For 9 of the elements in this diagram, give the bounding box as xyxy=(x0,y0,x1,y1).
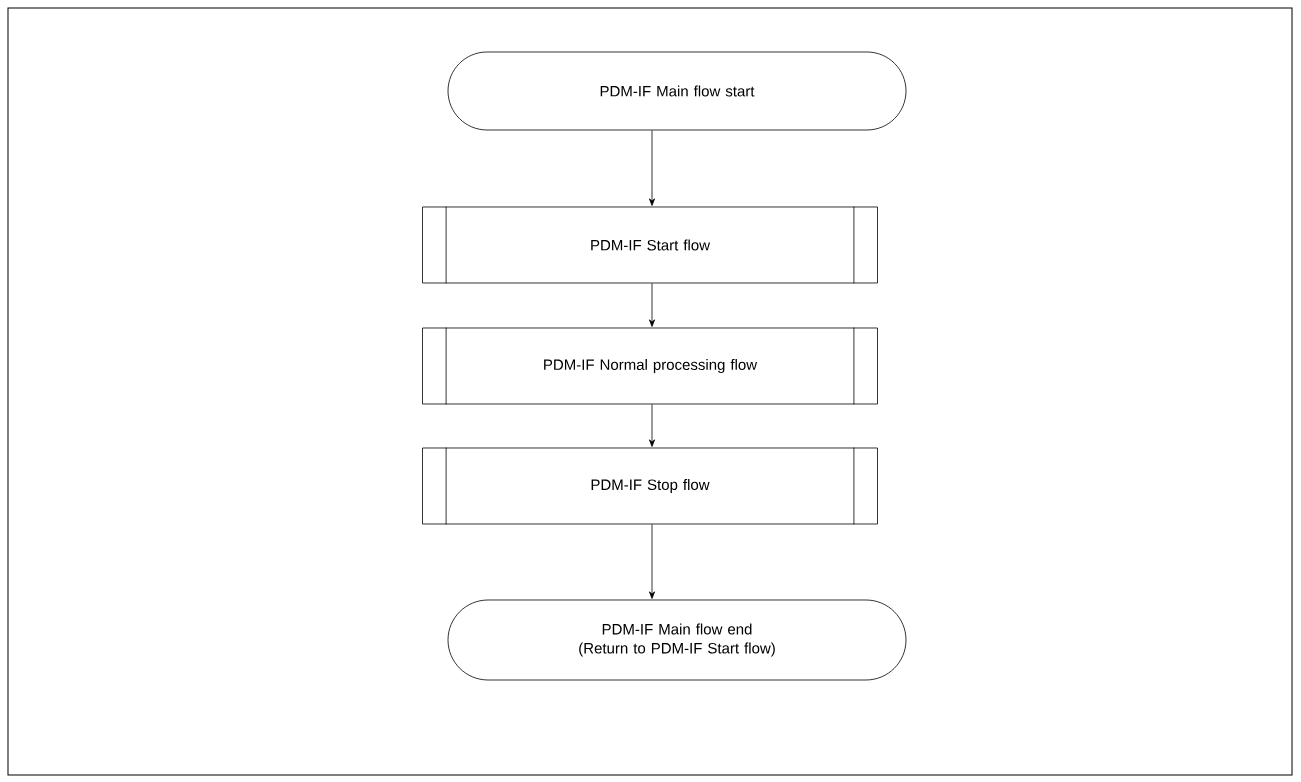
subroutine-box: PDM-IF Stop flow xyxy=(422,447,878,525)
arrow xyxy=(649,404,655,447)
subroutine-box: PDM-IF Normal processing flow xyxy=(422,327,878,405)
arrow xyxy=(649,524,655,599)
arrow xyxy=(649,130,655,206)
terminal-box: PDM-IF Main flow start xyxy=(447,51,907,131)
subroutine-box: PDM-IF Start flow xyxy=(422,206,878,284)
arrow xyxy=(649,283,655,327)
terminal-box: PDM-IF Main flow end (Return to PDM-IF Start flow) xyxy=(447,599,907,681)
